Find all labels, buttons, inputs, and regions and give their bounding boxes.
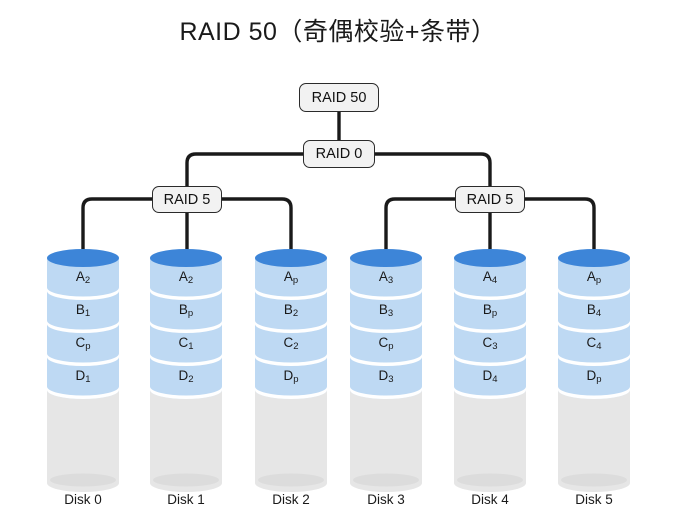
disk-5-bottom-shadow [561, 473, 627, 487]
disk-2-top-platter [255, 249, 327, 267]
node-raid5-right-label: RAID 5 [466, 191, 514, 208]
disk-2-separator-1 [255, 287, 327, 300]
disk-1-separator-bottom [150, 386, 222, 399]
disk-0-separator-1 [47, 287, 119, 300]
disk-5-separator-3 [558, 353, 630, 366]
disk-0-separator-3 [47, 353, 119, 366]
disk-2-caption: Disk 2 [272, 492, 310, 507]
disk-5-separator-1 [558, 287, 630, 300]
disk-5-top-platter [558, 249, 630, 267]
node-raid0[interactable]: RAID 0 [303, 140, 375, 168]
page-title: RAID 50（奇偶校验+条带） [179, 18, 497, 46]
disk-4-empty-region [454, 390, 526, 492]
disk-1-separator-1 [150, 287, 222, 300]
link-raid0-group-right [375, 152, 492, 186]
disk-0-top-platter [47, 249, 119, 267]
node-raid0-label: RAID 0 [315, 146, 363, 162]
disk-2-empty-region [255, 390, 327, 492]
disk-0-empty-region [47, 390, 119, 492]
disk-3-empty-region [350, 390, 422, 492]
disk-4-caption: Disk 4 [471, 492, 509, 507]
disk-2-separator-3 [255, 353, 327, 366]
disk-4-separator-1 [454, 287, 526, 300]
disk-4-separator-bottom [454, 386, 526, 399]
disk-5-separator-2 [558, 320, 630, 333]
disk-2-separator-bottom [255, 386, 327, 399]
node-raid5-left-label: RAID 5 [163, 191, 211, 208]
disk-5-cylinder [558, 249, 630, 492]
disk-4-top-platter [454, 249, 526, 267]
disk-0-separator-2 [47, 320, 119, 333]
disk-4-separator-2 [454, 320, 526, 333]
disk-2-bottom-shadow [258, 473, 324, 487]
disk-2-cylinder [255, 249, 327, 492]
disk-2-separator-2 [255, 320, 327, 333]
disk-5-caption: Disk 5 [575, 492, 613, 507]
disk-0-caption: Disk 0 [64, 492, 102, 507]
disk-3-separator-2 [350, 320, 422, 333]
disk-4-bottom-shadow [457, 473, 523, 487]
disk-1-bottom-shadow [153, 473, 219, 487]
disk-1-separator-3 [150, 353, 222, 366]
disk-1-separator-2 [150, 320, 222, 333]
disk-3-bottom-shadow [353, 473, 419, 487]
disk-1-cylinder [150, 249, 222, 492]
node-raid50-label: RAID 50 [311, 89, 367, 106]
disk-0-cylinder [47, 249, 119, 492]
disk-3-separator-3 [350, 353, 422, 366]
disk-3-caption: Disk 3 [367, 492, 405, 507]
disk-4-separator-3 [454, 353, 526, 366]
disk-3-separator-bottom [350, 386, 422, 399]
disk-1-top-platter [150, 249, 222, 267]
link-raid0-group-left [185, 152, 303, 186]
disk-0-separator-bottom [47, 386, 119, 399]
disk-3-separator-1 [350, 287, 422, 300]
disk-0-bottom-shadow [50, 473, 116, 487]
disk-5-empty-region [558, 390, 630, 492]
node-raid5-right[interactable]: RAID 5 [455, 186, 525, 213]
disk-5-separator-bottom [558, 386, 630, 399]
disk-3-top-platter [350, 249, 422, 267]
disk-4-cylinder [454, 249, 526, 492]
disk-3-cylinder [350, 249, 422, 492]
node-raid5-left[interactable]: RAID 5 [152, 186, 222, 213]
disk-1-caption: Disk 1 [167, 492, 205, 507]
disk-1-empty-region [150, 390, 222, 492]
node-raid50[interactable]: RAID 50 [299, 83, 379, 112]
